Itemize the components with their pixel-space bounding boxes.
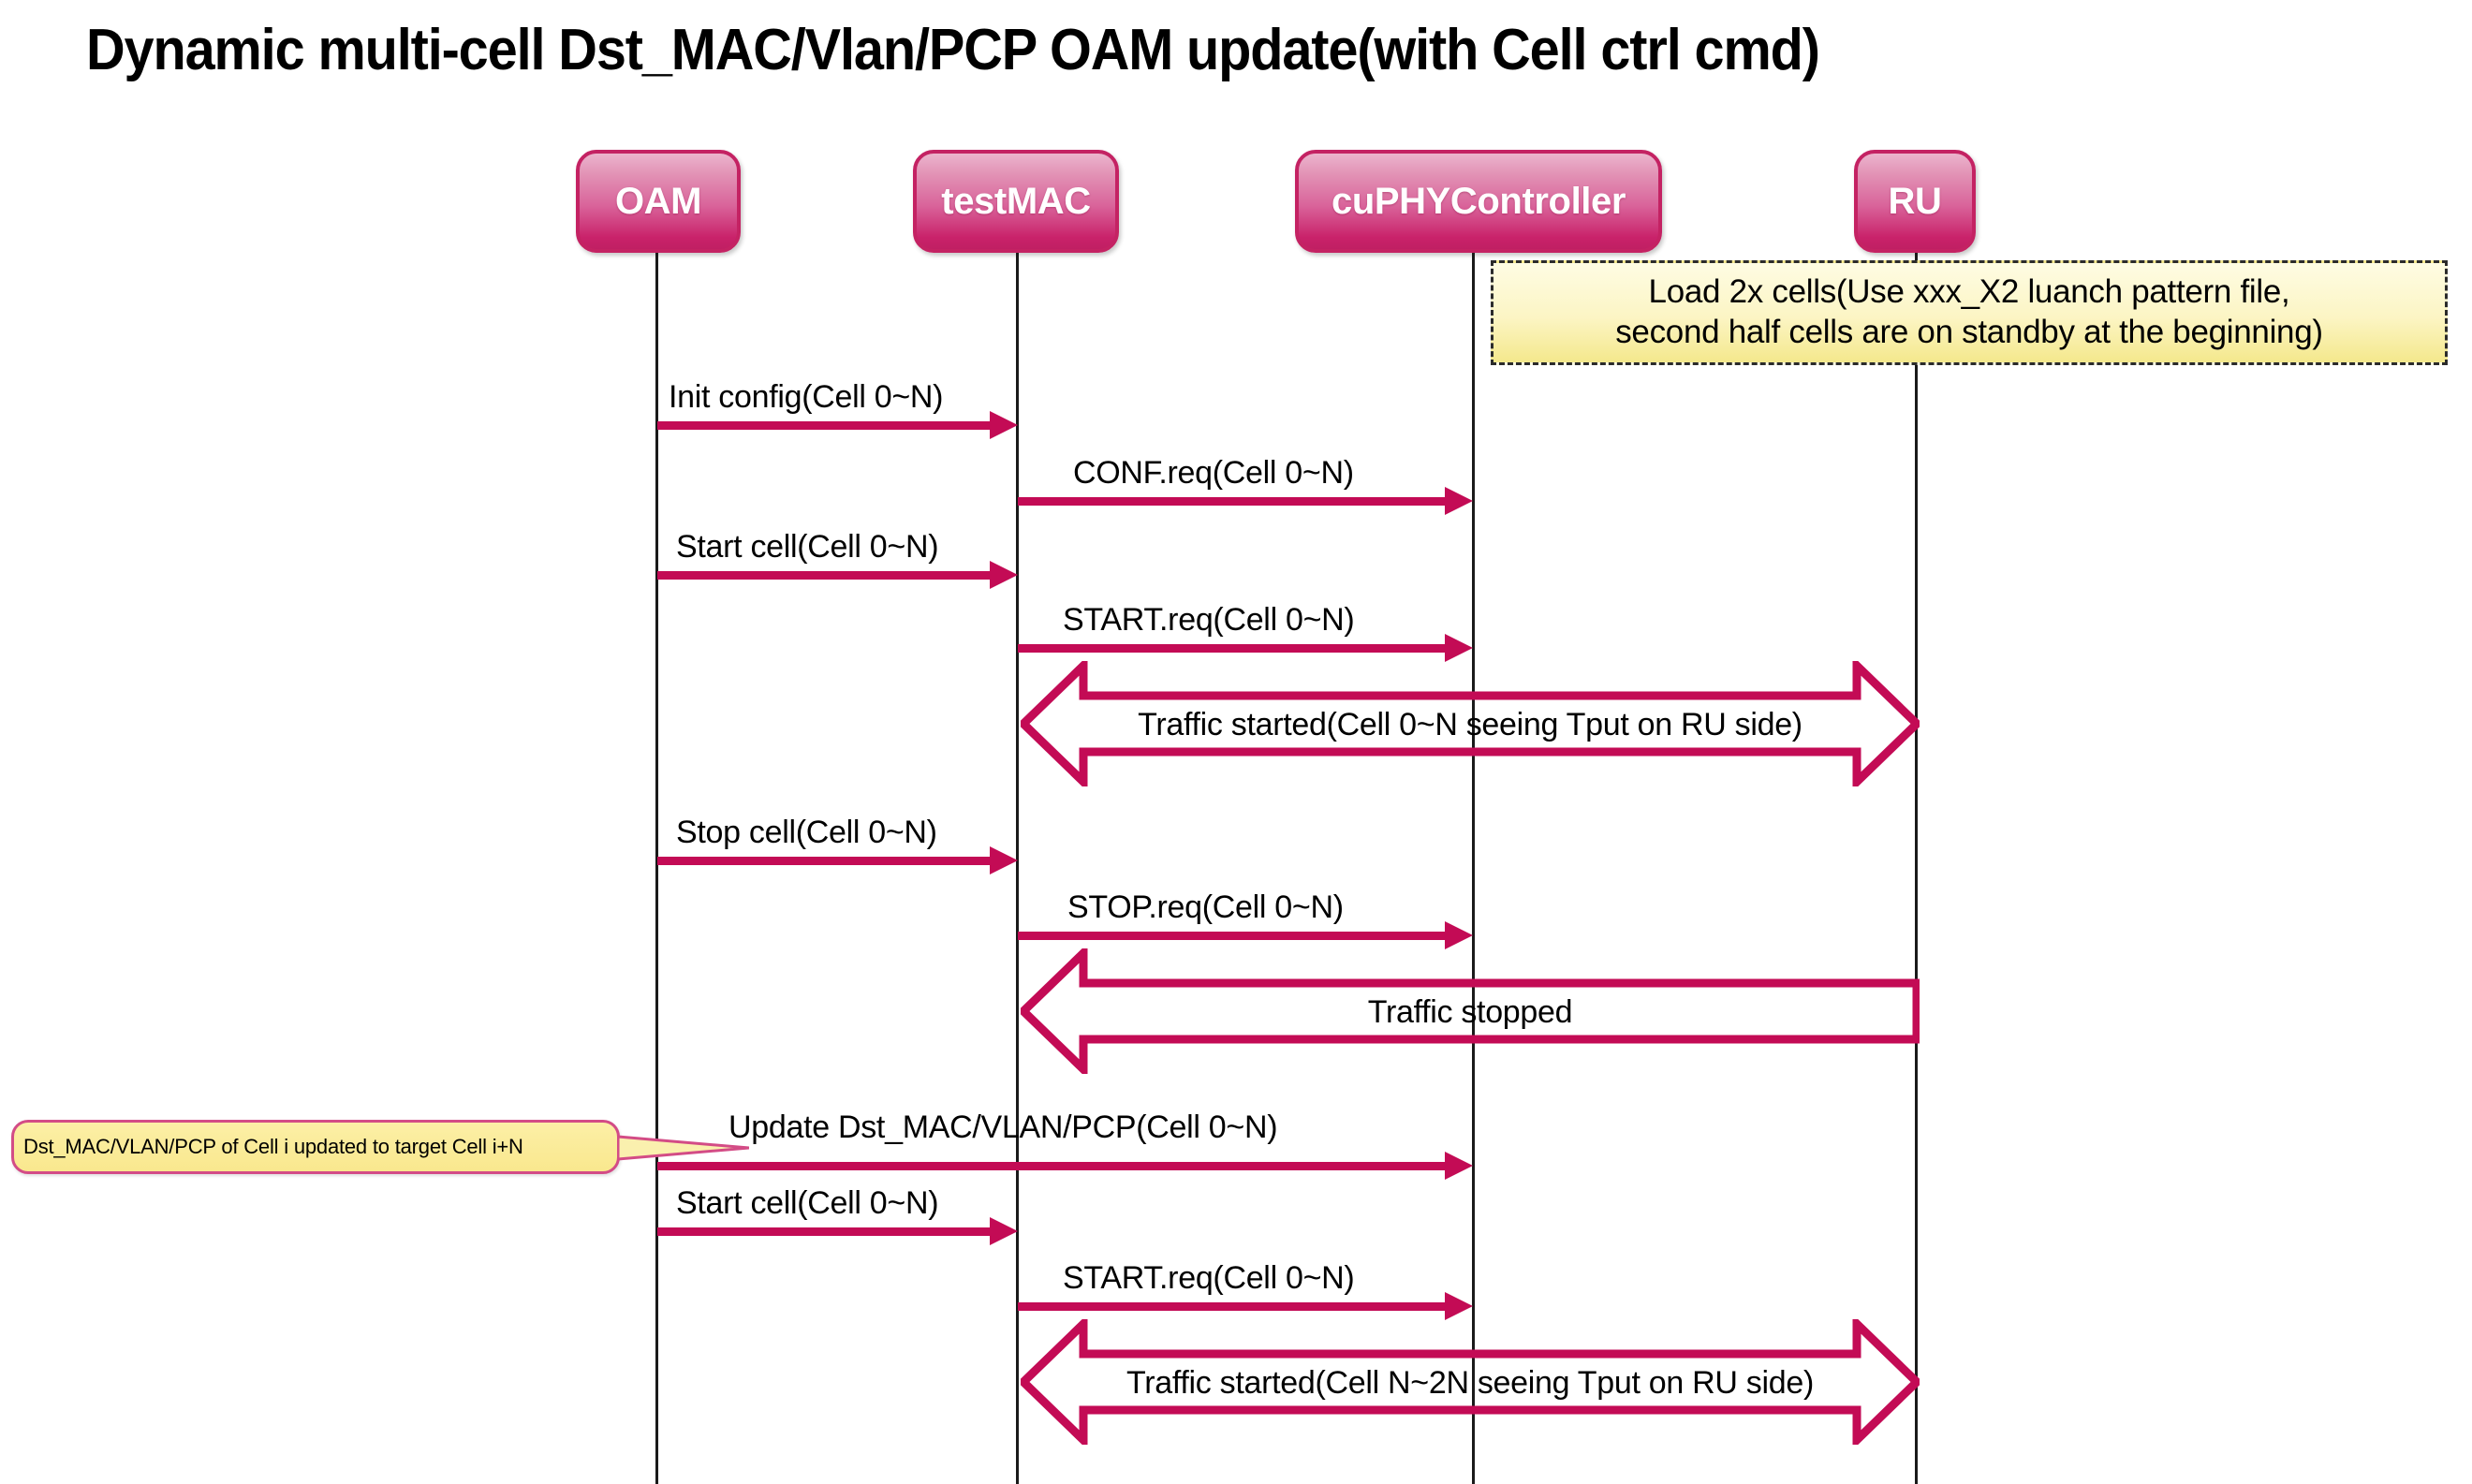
message-label-start-cell-2: Start cell(Cell 0~N)	[676, 1185, 939, 1221]
block-arrow-label-traffic-started-1: Traffic started(Cell 0~N seeing Tput on …	[1138, 707, 1802, 742]
callout-text: Dst_MAC/VLAN/PCP of Cell i updated to ta…	[23, 1135, 523, 1158]
message-label-start-cell-1: Start cell(Cell 0~N)	[676, 529, 939, 565]
lifeline-ru	[1915, 253, 1918, 1484]
block-arrow-label-traffic-stopped: Traffic stopped	[1367, 994, 1573, 1030]
actor-box-oam[interactable]: OAM	[576, 150, 741, 253]
page-title: Dynamic multi-cell Dst_MAC/Vlan/PCP OAM …	[86, 18, 1820, 82]
actor-box-testmac[interactable]: testMAC	[913, 150, 1119, 253]
lifeline-oam	[655, 253, 658, 1484]
actor-label-oam: OAM	[614, 180, 702, 222]
message-label-init-config: Init config(Cell 0~N)	[669, 379, 944, 415]
actor-label-cuphycontroller: cuPHYController	[1331, 180, 1626, 222]
block-arrow-traffic-stopped	[1021, 948, 1920, 1074]
note-load-cells: Load 2x cells(Use xxx_X2 luanch pattern …	[1491, 260, 2448, 365]
actor-box-ru[interactable]: RU	[1854, 150, 1976, 253]
callout-tail	[618, 1129, 749, 1168]
message-label-stop-cell: Stop cell(Cell 0~N)	[676, 815, 937, 850]
message-label-stop-req: STOP.req(Cell 0~N)	[1067, 889, 1344, 925]
actor-label-ru: RU	[1888, 180, 1942, 222]
lifeline-cuphycontroller	[1472, 253, 1475, 1484]
block-arrow-label-traffic-started-2: Traffic started(Cell N~2N seeing Tput on…	[1126, 1365, 1814, 1401]
note-line-1: Load 2x cells(Use xxx_X2 luanch pattern …	[1648, 273, 2290, 311]
message-label-conf-req: CONF.req(Cell 0~N)	[1073, 455, 1354, 491]
block-arrow-traffic-started-1	[1021, 661, 1920, 786]
message-label-update-dstmac: Update Dst_MAC/VLAN/PCP(Cell 0~N)	[728, 1109, 1278, 1145]
message-label-start-req-2: START.req(Cell 0~N)	[1063, 1260, 1355, 1296]
block-arrow-traffic-started-2	[1021, 1319, 1920, 1445]
actor-label-testmac: testMAC	[941, 180, 1091, 222]
note-line-2: second half cells are on standby at the …	[1615, 314, 2323, 350]
callout-dst-mac-update: Dst_MAC/VLAN/PCP of Cell i updated to ta…	[11, 1120, 620, 1174]
actor-box-cuphycontroller[interactable]: cuPHYController	[1295, 150, 1662, 253]
message-label-start-req-1: START.req(Cell 0~N)	[1063, 602, 1355, 638]
